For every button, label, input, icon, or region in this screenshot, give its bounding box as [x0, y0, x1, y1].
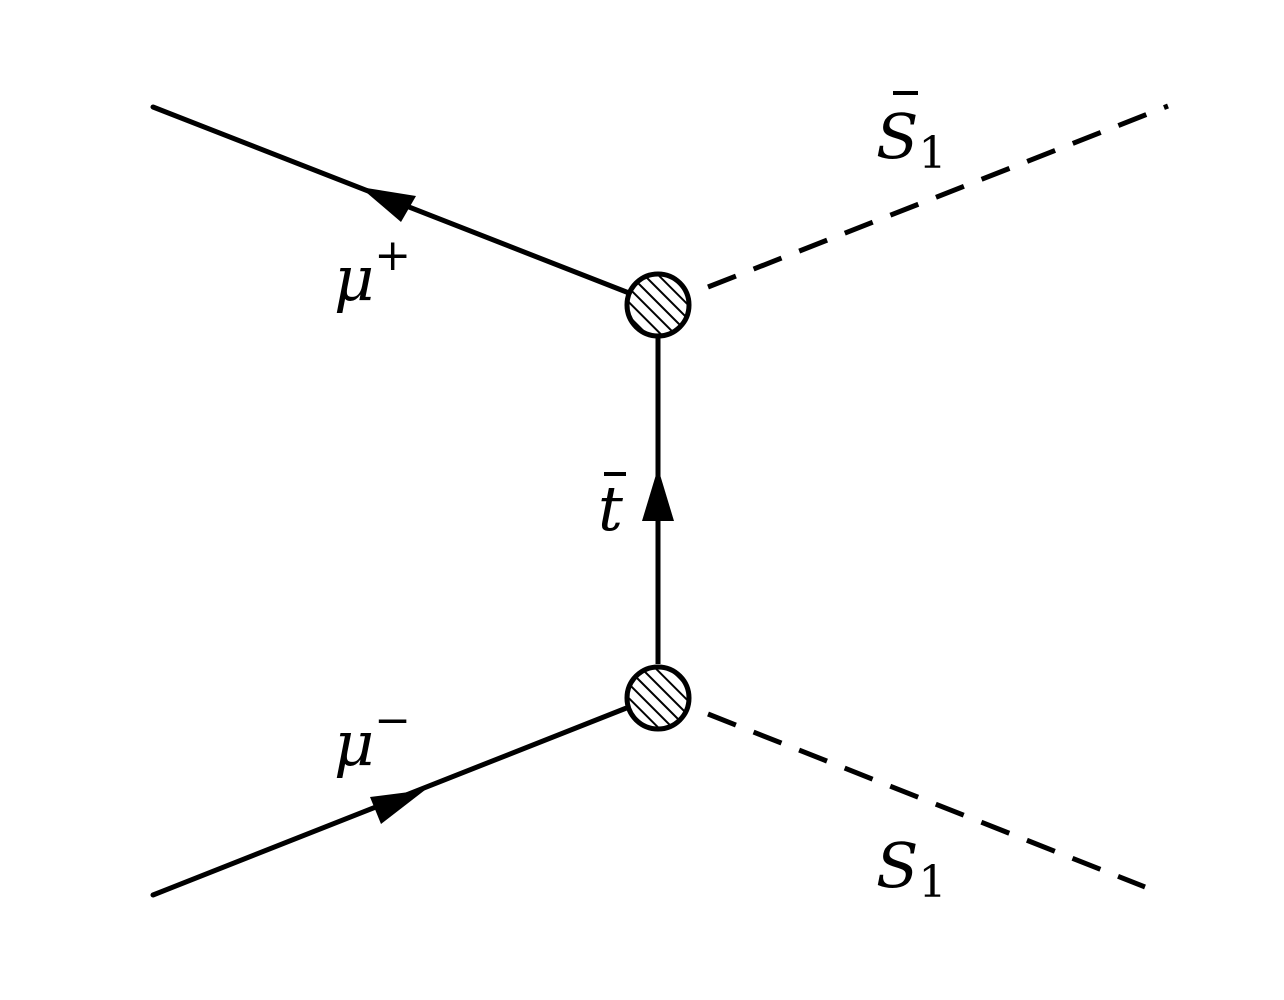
s1-bar-label: S1: [876, 91, 946, 179]
mu-plus-label: μ+: [334, 230, 411, 315]
upper-vertex: [624, 271, 692, 339]
s1-line: [707, 711, 1146, 890]
mu-minus-arrow: [370, 790, 425, 824]
s1-bar-line: [707, 103, 1169, 290]
lower-vertex: [624, 664, 692, 732]
t-bar-arrow: [642, 468, 674, 521]
s1-label: S1: [876, 829, 946, 908]
mu-minus-label: μ−: [334, 695, 411, 780]
mu-plus-arrow: [360, 187, 416, 222]
svg-text:t: t: [598, 472, 623, 545]
t-bar-label: t: [598, 472, 626, 545]
svg-text:S1: S1: [876, 100, 946, 179]
